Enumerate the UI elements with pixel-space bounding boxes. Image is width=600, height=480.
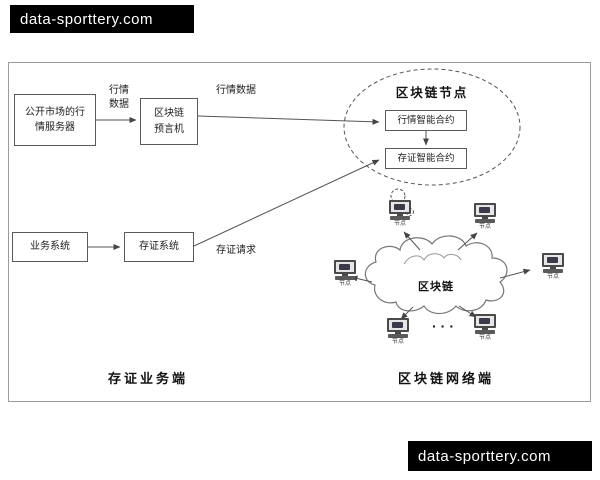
computer-monitor-icon xyxy=(474,314,496,328)
cloud-inner-squiggle xyxy=(403,253,462,265)
oracle-box: 区块链 预言机 xyxy=(140,98,198,145)
monitor-base xyxy=(543,269,563,273)
computer-monitor-icon xyxy=(474,203,496,217)
left-section-label: 存证业务端 xyxy=(107,371,188,386)
terminal-label: 节点 xyxy=(338,281,351,287)
computer-monitor-icon xyxy=(334,260,356,274)
diagram-frame xyxy=(8,62,591,402)
watermark-text-top: data-sporttery.com xyxy=(20,10,153,28)
monitor-screen-glyph xyxy=(479,318,490,324)
arrow-cloud-to-terminal-2 xyxy=(457,232,478,251)
business-system-box: 业务系统 xyxy=(12,232,88,262)
market-data-label-1: 行情 数据 xyxy=(109,85,129,110)
monitor-screen-glyph xyxy=(394,204,405,210)
arrow-cloud-to-terminal-1 xyxy=(403,231,421,251)
monitor-stand xyxy=(482,217,488,219)
monitor-base xyxy=(475,219,495,223)
monitor-stand xyxy=(395,332,401,334)
arrow-cloud-to-terminal-6 xyxy=(458,305,477,318)
terminal-label: 节点 xyxy=(546,274,559,280)
blockchain-cloud-label: 区块链 xyxy=(418,281,454,293)
computer-monitor-icon xyxy=(387,318,409,332)
monitor-base xyxy=(475,330,495,334)
monitor-stand xyxy=(550,267,556,269)
terminal-computer-4: 节点 xyxy=(536,253,570,285)
arrow-cloud-to-terminal-5 xyxy=(400,306,414,320)
monitor-screen-glyph xyxy=(339,264,350,270)
node-group-bubble xyxy=(343,68,521,186)
terminal-label: 节点 xyxy=(393,221,406,227)
terminal-label: 节点 xyxy=(478,335,491,341)
terminal-ellipsis: ··· xyxy=(432,318,458,334)
blockchain-cloud xyxy=(364,235,508,315)
arrow-cloud-to-terminal-4 xyxy=(499,268,531,279)
right-section-label: 区块链网络端 xyxy=(397,371,494,386)
market-server-box: 公开市场的行 情服务器 xyxy=(14,94,96,146)
monitor-stand xyxy=(342,274,348,276)
arrow-oracle-to-market-contract xyxy=(197,115,380,125)
node-group-title: 区块链节点 xyxy=(395,86,469,100)
evidence-contract-box: 存证智能合约 xyxy=(385,148,467,169)
monitor-screen-glyph xyxy=(479,207,490,213)
terminal-computer-6: 节点 xyxy=(468,314,502,346)
computer-monitor-icon xyxy=(542,253,564,267)
terminal-label: 节点 xyxy=(391,339,404,345)
monitor-stand xyxy=(482,328,488,330)
market-contract-box: 行情智能合约 xyxy=(385,110,467,131)
watermark-text-bottom: data-sporttery.com xyxy=(418,447,551,465)
evidence-system-box: 存证系统 xyxy=(124,232,194,262)
monitor-screen-glyph xyxy=(547,257,558,263)
monitor-stand xyxy=(397,214,403,216)
monitor-base xyxy=(388,334,408,338)
monitor-base xyxy=(390,216,410,220)
terminal-computer-1: 节点 xyxy=(383,200,417,232)
monitor-base xyxy=(335,276,355,280)
watermark-banner-top: data-sporttery.com xyxy=(10,5,194,33)
terminal-computer-3: 节点 xyxy=(328,260,362,292)
terminal-computer-5: 节点 xyxy=(381,318,415,350)
watermark-banner-bottom: data-sporttery.com xyxy=(408,441,592,471)
arrow-evidence-to-evidence-contract xyxy=(193,159,380,247)
computer-monitor-icon xyxy=(389,200,411,214)
terminal-label: 节点 xyxy=(478,224,491,230)
monitor-screen-glyph xyxy=(392,322,403,328)
market-data-label-2: 行情数据 xyxy=(216,85,256,96)
terminal-computer-2: 节点 xyxy=(468,203,502,235)
evidence-request-label: 存证请求 xyxy=(216,245,256,256)
